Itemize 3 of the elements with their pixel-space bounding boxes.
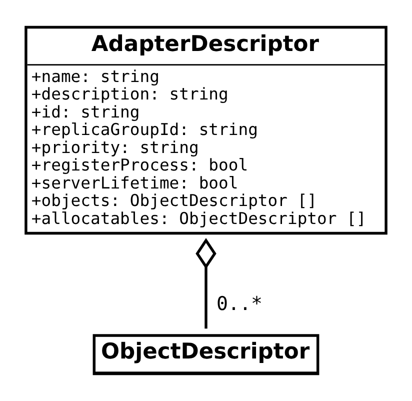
- edge-label: 0..*: [216, 292, 262, 316]
- connector: [196, 238, 216, 329]
- node-box: AdapterDescriptor +name: string +description: string +id: string +replicaGroupId: string +priority: string +registerProcess: bool +serverLifetime: bool +objects: ObjectDescriptor [] +allocatables: ObjectDescriptor []: [24, 26, 388, 235]
